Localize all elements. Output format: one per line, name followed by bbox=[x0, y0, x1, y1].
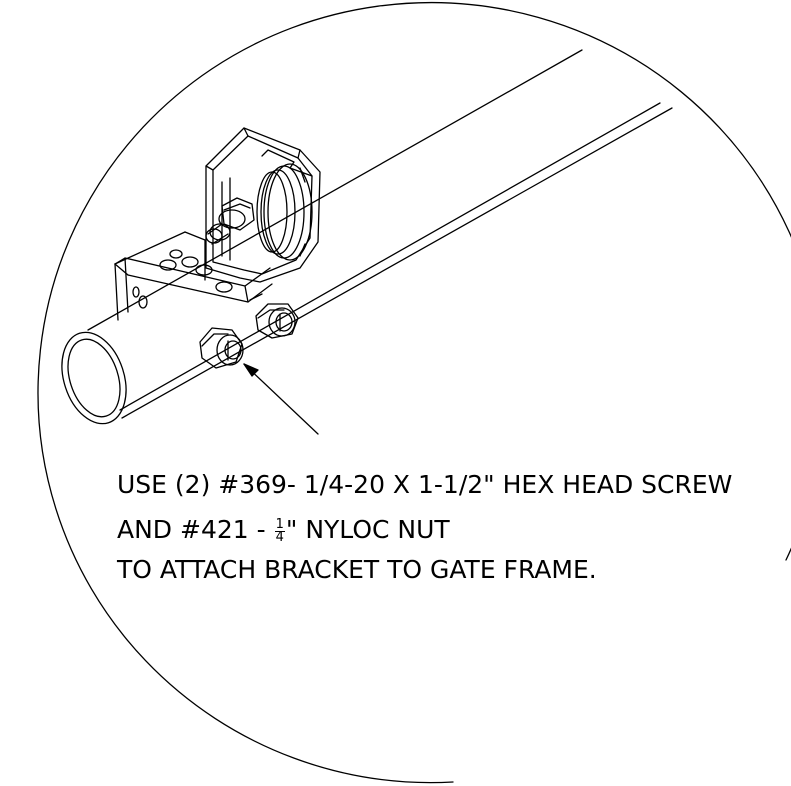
roller-housing bbox=[205, 127, 321, 283]
roller-wheel bbox=[256, 163, 313, 261]
leader-arrow bbox=[243, 363, 319, 435]
fraction-denominator: 4 bbox=[275, 529, 284, 545]
callout-line-2-suffix: " NYLOC NUT bbox=[285, 515, 450, 544]
axle-bolt bbox=[205, 197, 255, 245]
nyloc-nut-front bbox=[199, 327, 244, 369]
bracket bbox=[114, 231, 273, 321]
callout-line-3: TO ATTACH BRACKET TO GATE FRAME. bbox=[117, 555, 597, 584]
fraction-numerator: 1 bbox=[274, 516, 285, 532]
nyloc-nut-rear bbox=[255, 303, 299, 339]
callout-line-1: USE (2) #369- 1/4-20 X 1-1/2" HEX HEAD S… bbox=[117, 470, 733, 499]
callout-line-2-prefix: AND #421 - bbox=[117, 515, 274, 544]
detail-circle bbox=[37, 1, 791, 784]
gate-frame-tube bbox=[61, 49, 673, 425]
